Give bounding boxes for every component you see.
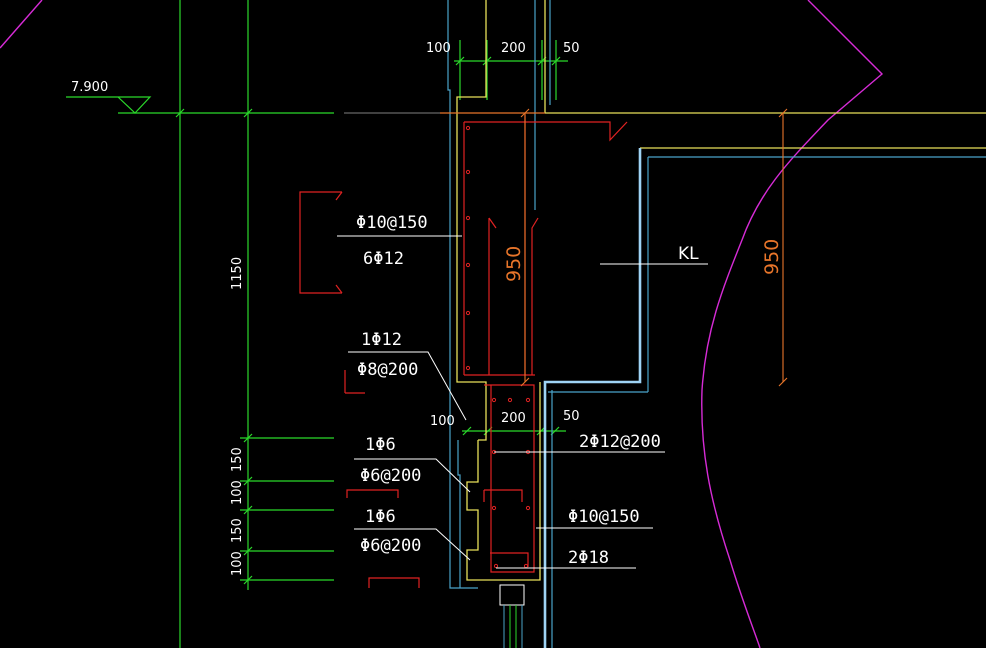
- rebar-dot: [465, 310, 471, 316]
- lower-stirrup: [484, 384, 535, 573]
- rebar-dot: [465, 125, 471, 131]
- green-slash-10: [243, 546, 253, 556]
- green-slash-7: [243, 433, 253, 443]
- orange-dim-tick-top: [778, 108, 788, 118]
- yellow-top-wall: [456, 0, 487, 441]
- magenta-boundary: [0, 0, 884, 648]
- dim-950-inner-text: 950: [503, 246, 525, 282]
- green-lines: [66, 0, 568, 648]
- rebar-dot: [523, 563, 529, 569]
- green-slash-8: [243, 476, 253, 486]
- yellow-lower-step: [466, 382, 541, 581]
- green-slash-12: [462, 426, 472, 436]
- column-foot-box: [499, 584, 525, 606]
- lower-link-2: [490, 552, 529, 567]
- orange-dims: [520, 108, 788, 387]
- rebar-dot: [491, 397, 497, 403]
- rebar-label-r4: Φ8@200: [357, 360, 418, 380]
- rebar-label-r11: 2Φ18: [568, 548, 609, 568]
- red-section-mark-2: [368, 577, 420, 588]
- dim-vertical-d3: 150: [230, 518, 245, 543]
- rebar-dot: [493, 563, 499, 569]
- red-section-mark-1: [346, 489, 399, 498]
- leader-r9: [354, 528, 471, 561]
- column-foot-detail: [499, 584, 525, 648]
- rebar-label-r1: Φ10@150: [356, 213, 428, 233]
- green-slash-2: [243, 108, 253, 118]
- stirrup-main: [464, 121, 628, 142]
- dim-top-left: 100: [426, 41, 451, 56]
- rebar-label-r6: 1Φ6: [365, 435, 396, 455]
- rebar-dots: [465, 125, 531, 569]
- rebar-dot: [507, 397, 513, 403]
- leader-r7: [354, 458, 471, 493]
- yellow-outlines: [456, 0, 986, 581]
- rebar-label-r2: 6Φ12: [363, 249, 404, 269]
- cyan-outer-edge: [447, 0, 478, 589]
- cyan-lower-outline: [457, 440, 461, 588]
- green-slash-11: [243, 575, 253, 585]
- rebar-dot: [465, 262, 471, 268]
- rebar-label-r3: 1Φ12: [361, 330, 402, 350]
- cyan-outlines: [447, 0, 986, 648]
- green-slash-1: [175, 108, 185, 118]
- dim-vertical-d2: 100: [230, 480, 245, 505]
- dim-950-outer-text: 950: [761, 239, 783, 275]
- dim-vertical-d4: 100: [230, 551, 245, 576]
- lower-link-1: [483, 489, 523, 502]
- rebar-dot: [491, 505, 497, 511]
- lightblue-beam: [543, 148, 642, 648]
- green-slash-14: [536, 426, 546, 436]
- dim-vertical-overall: 1150: [230, 257, 245, 290]
- red-bracket-left: [299, 191, 343, 294]
- rebar-dot: [465, 365, 471, 371]
- magenta-curve-right: [701, 0, 884, 648]
- rebar-dot: [465, 215, 471, 221]
- leader-r4: [348, 351, 467, 421]
- rebar-label-r7: Φ6@200: [360, 466, 421, 486]
- rebar-dot: [525, 505, 531, 511]
- orange-dim-tick-inner-bottom: [520, 377, 530, 387]
- rebar-label-r9: Φ6@200: [360, 536, 421, 556]
- rebar-label-r5: 2Φ12@200: [579, 432, 661, 452]
- dim-vertical-d1: 150: [230, 447, 245, 472]
- rebar-hook-mid: [488, 217, 539, 375]
- elevation-triangle: [66, 96, 152, 114]
- green-slash-4: [482, 56, 492, 66]
- dim-top-mid: 200: [501, 41, 526, 56]
- dim-mid-left: 100: [430, 414, 455, 429]
- green-slash-6: [551, 56, 561, 66]
- white-leaders: [337, 235, 708, 569]
- green-slash-9: [243, 505, 253, 515]
- magenta-curve-left: [0, 0, 43, 49]
- dim-mid-mid: 200: [501, 411, 526, 426]
- rebar-dot: [465, 169, 471, 175]
- red-bracket-small: [344, 370, 365, 394]
- orange-dim-tick-bottom: [778, 377, 788, 387]
- rebar-dot: [525, 397, 531, 403]
- dim-mid-right: 50: [563, 409, 580, 424]
- beam-outline: [543, 148, 642, 648]
- green-slash-3: [455, 56, 465, 66]
- elevation-text: 7.900: [71, 80, 108, 95]
- beam-label-kl: KL: [678, 244, 699, 264]
- rebar-label-r8: 1Φ6: [365, 507, 396, 527]
- dim-top-right: 50: [563, 41, 580, 56]
- rebar-label-r10: Φ10@150: [568, 507, 640, 527]
